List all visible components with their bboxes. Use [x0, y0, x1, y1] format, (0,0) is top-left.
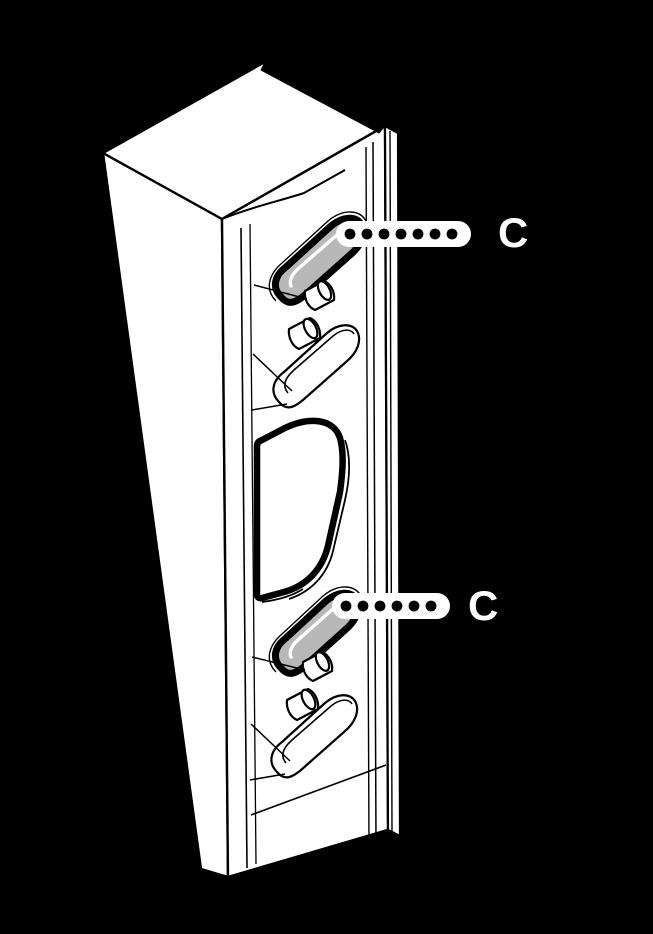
panel-right-rail-inner-line-2 [372, 141, 377, 843]
upper-leader-dot [412, 228, 424, 240]
upper-plain-slot [272, 324, 361, 409]
lower-plain-slot-shape [270, 694, 359, 779]
upper-guide-line-2 [252, 353, 293, 392]
peg-2-cap [302, 317, 319, 340]
upper-leader-dot [378, 228, 390, 240]
lower-leader-dot [357, 600, 369, 612]
callout-c-lower-leader [332, 593, 450, 619]
upper-leader-dot [446, 228, 458, 240]
lower-leader-dot [408, 600, 420, 612]
lower-plain-slot-inner [282, 699, 353, 764]
lower-leader-dot [425, 600, 437, 612]
panel-bottom-edge [227, 828, 389, 879]
upper-guide-line-1 [253, 284, 308, 300]
lower-guide-line-1 [251, 656, 306, 671]
upper-plain-slot-shape [272, 324, 361, 409]
lower-leader-dot [340, 600, 352, 612]
lower-leader-pill [332, 593, 450, 619]
callout-label-c-lower: C [468, 582, 499, 629]
handle-recess-inner-contour [288, 439, 351, 600]
panel-bottom-inner-line [250, 764, 387, 816]
upper-guide-line-3 [251, 403, 288, 411]
peg-3-cap [314, 651, 331, 672]
upper-leader-dot [344, 228, 356, 240]
handle-recess-shape [253, 417, 346, 602]
upper-leader-dot [395, 228, 407, 240]
handle-recess-inner-contour-2 [261, 588, 304, 603]
callout-leaders [332, 221, 471, 619]
callout-label-c-upper: C [498, 209, 529, 256]
panel-right-rail-inner-line-3 [365, 146, 370, 847]
peg-2 [287, 316, 322, 351]
peg-3 [301, 650, 334, 683]
center-handle-recess [253, 417, 351, 603]
peg-4-cap [300, 688, 317, 711]
peg-4 [285, 687, 320, 722]
upper-plain-slot-inner [284, 329, 355, 394]
peg-1 [303, 279, 336, 312]
upper-leader-dot [429, 228, 441, 240]
panel-front-groove-left-2 [249, 223, 257, 865]
lower-plain-slot [270, 694, 359, 779]
panel-top-bevel [260, 61, 386, 134]
peg-1-cap [316, 280, 333, 301]
panel-top-curve [221, 169, 346, 220]
lower-guide-line-2 [250, 723, 291, 762]
callout-c-upper-leader [336, 221, 471, 247]
upper-leader-dot [361, 228, 373, 240]
lower-leader-dot [374, 600, 386, 612]
lower-guide-line-3 [249, 773, 286, 781]
panel-right-rail-inner-line-1 [389, 130, 393, 834]
cabinet-panel-group [101, 60, 402, 879]
panel-front-groove-left-1 [240, 227, 248, 869]
lower-leader-dot [391, 600, 403, 612]
